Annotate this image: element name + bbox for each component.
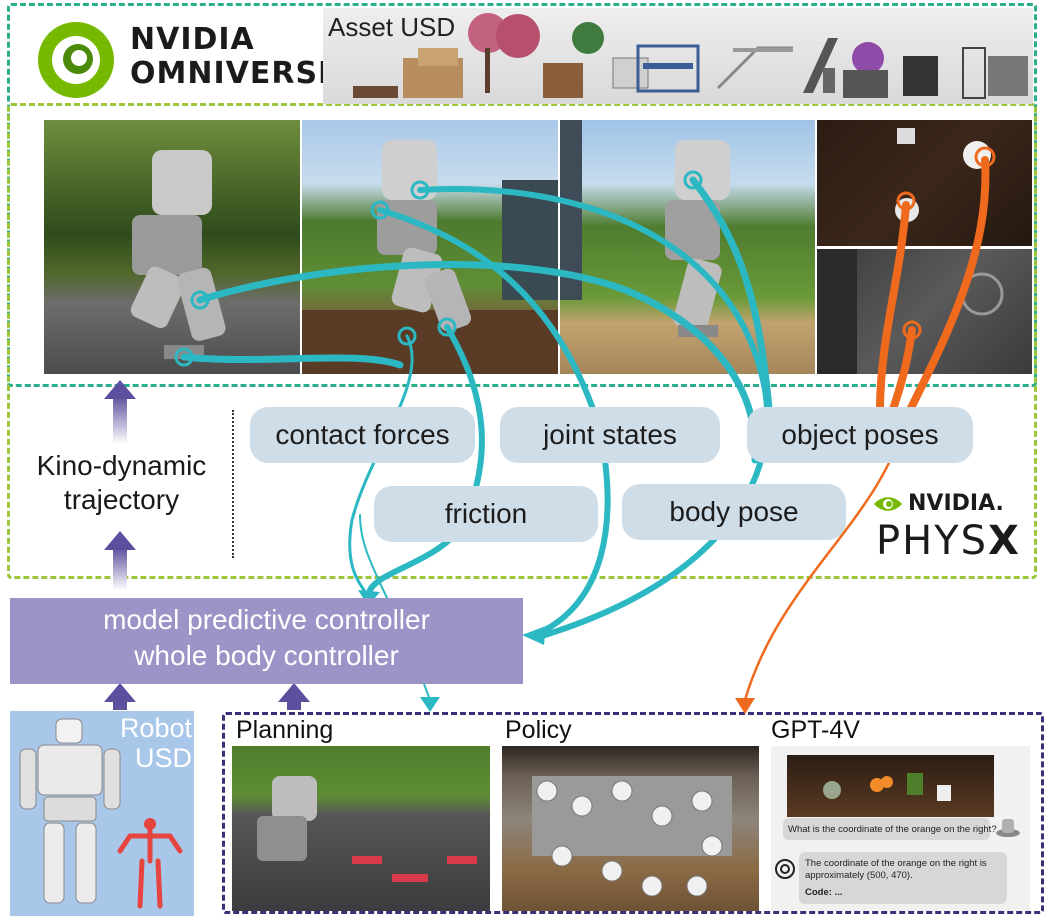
robot-usd-panel xyxy=(10,711,194,916)
policy-title: Policy xyxy=(505,716,572,744)
table-objects-icon xyxy=(823,773,951,801)
policy-image xyxy=(502,746,759,911)
omniverse-brand-line2: OMNIVERSE™ xyxy=(130,56,349,91)
sim-panel-rocks xyxy=(44,120,300,374)
gpt4v-code: Code: ... xyxy=(805,887,843,898)
sim-panel-table-top xyxy=(817,120,1032,246)
applications-frame xyxy=(222,712,1044,914)
robot-crowd-icon xyxy=(532,776,732,897)
vertical-divider xyxy=(232,410,234,558)
openai-icon xyxy=(775,859,795,879)
gpt4v-title: GPT-4V xyxy=(771,716,860,744)
sim-panel-table-bottom xyxy=(817,249,1032,374)
gpt4v-answer: The coordinate of the orange on the righ… xyxy=(799,852,1007,904)
robot-on-rocks-icon xyxy=(257,776,477,882)
planning-title: Planning xyxy=(236,716,334,744)
omniverse-brand-line1: NVIDIA xyxy=(130,22,255,57)
user-avatar-icon xyxy=(996,819,1020,837)
planning-image xyxy=(232,746,490,911)
label-contact-forces: contact forces xyxy=(250,407,475,463)
label-joint-states: joint states xyxy=(500,407,720,463)
gpt4v-question: What is the coordinate of the orange on … xyxy=(783,818,997,840)
omniverse-logo-icon xyxy=(38,22,114,98)
kino-dynamic-label: Kino-dynamic trajectory xyxy=(36,450,207,515)
label-body-pose: body pose xyxy=(622,484,846,540)
robot-usd-label: Robot USD xyxy=(119,713,192,773)
controller-box xyxy=(10,598,523,684)
physx-wordmark: PHYSX xyxy=(876,518,1021,564)
gpt4v-image xyxy=(787,755,994,817)
physx-nvidia-wordmark: NVIDIA. xyxy=(908,491,1004,516)
label-friction: friction xyxy=(374,486,598,542)
controller-label: model predictive controller whole body c… xyxy=(103,604,430,671)
label-object-poses: object poses xyxy=(747,407,973,463)
robot-models-icon xyxy=(19,718,183,909)
asset-usd-strip xyxy=(323,8,1033,104)
asset-objects-illustration xyxy=(353,13,1028,99)
physx-frame xyxy=(7,103,1037,579)
asset-usd-title: Asset USD xyxy=(328,12,456,42)
object-items-icon xyxy=(817,249,1004,374)
nvidia-eye-icon xyxy=(874,497,902,511)
humanoid-robot-icon xyxy=(130,150,226,359)
